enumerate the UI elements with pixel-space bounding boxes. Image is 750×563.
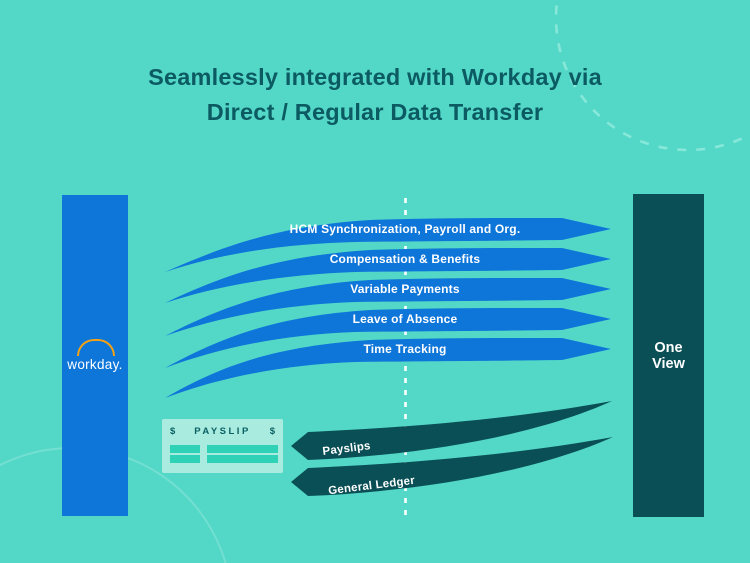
inbound-arrow-shape-payslips — [291, 401, 612, 460]
outbound-arrow-label-leave-of-absence: Leave of Absence — [353, 312, 458, 326]
outbound-arrow-label-hcm: HCM Synchronization, Payroll and Org. — [290, 222, 521, 236]
one-view-label-line2: View — [652, 355, 685, 372]
payslip-line-bar — [207, 445, 278, 453]
outbound-arrow-shape-time-tracking — [165, 338, 611, 398]
outbound-arrow-label-variable-payments: Variable Payments — [350, 282, 460, 296]
workday-logo-arc-icon — [77, 339, 115, 356]
page-title-line1: Seamlessly integrated with Workday via — [148, 64, 602, 90]
payslip-line-bar — [207, 455, 278, 463]
inbound-arrow-label-payslips: Payslips — [322, 440, 371, 458]
workday-logo-text: workday. — [67, 357, 123, 372]
payslip-currency-left: $ — [170, 426, 176, 437]
payslip-card-title: PAYSLIP — [194, 426, 251, 437]
inbound-arrow-shape-general-ledger — [291, 437, 613, 496]
page-title-line2: Direct / Regular Data Transfer — [206, 99, 544, 125]
page-title: Seamlessly integrated with Workday via D… — [0, 60, 750, 130]
one-view-label-line1: One — [654, 339, 683, 356]
payslip-currency-right: $ — [269, 426, 275, 437]
outbound-arrow-shape-hcm — [165, 218, 611, 272]
outbound-arrow-label-compensation: Compensation & Benefits — [330, 252, 481, 266]
outbound-arrow-shape-compensation — [165, 248, 611, 303]
one-view-panel: One View — [633, 194, 704, 517]
outbound-arrow-shape-leave-of-absence — [165, 308, 611, 368]
outbound-arrow-label-time-tracking: Time Tracking — [363, 342, 446, 356]
payslip-line-bar — [170, 445, 200, 453]
workday-panel: workday. — [62, 195, 128, 516]
payslip-line-bar — [170, 455, 200, 463]
outbound-arrow-shape-variable-payments — [165, 278, 611, 336]
payslip-card: $ PAYSLIP $ — [162, 419, 283, 473]
